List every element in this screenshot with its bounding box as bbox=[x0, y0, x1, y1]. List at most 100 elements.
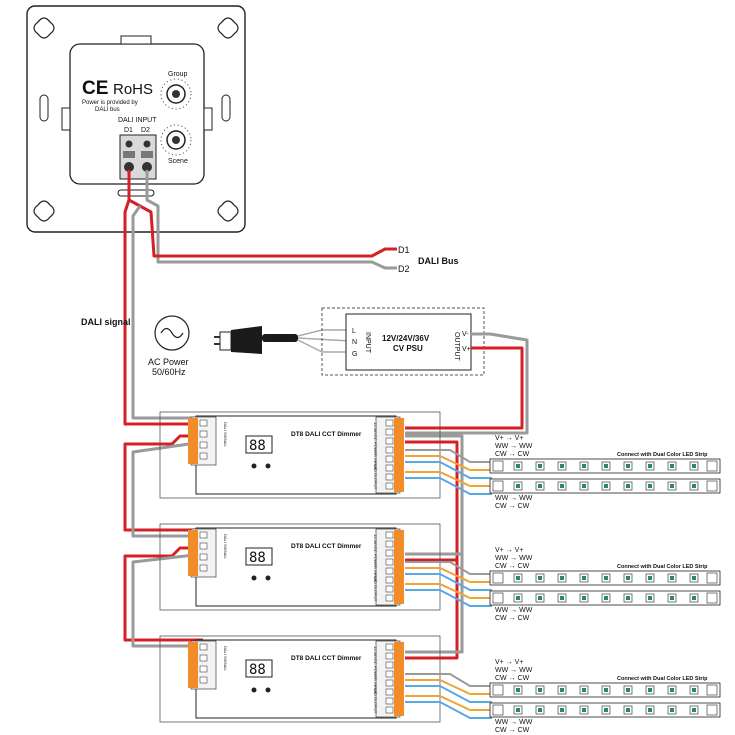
led-wire-ww bbox=[405, 567, 492, 583]
led-chip-die bbox=[692, 596, 696, 600]
led-chip-die bbox=[538, 464, 542, 468]
strip-map-top-2: WW → WW bbox=[495, 443, 533, 450]
led-strip-2 bbox=[489, 478, 721, 494]
led-strip-1 bbox=[489, 458, 721, 474]
psu-g-label: G bbox=[352, 351, 357, 358]
led-chip-die bbox=[604, 464, 608, 468]
psu-vplus-label: V+ bbox=[462, 346, 471, 353]
led-wire-vplus bbox=[405, 673, 492, 687]
led-strip-1 bbox=[489, 682, 721, 698]
led-chip-die bbox=[670, 484, 674, 488]
led-chip-die bbox=[648, 708, 652, 712]
led-chip-die bbox=[692, 484, 696, 488]
psu-body bbox=[345, 313, 472, 371]
led-chip-die bbox=[670, 688, 674, 692]
ac-power-source: AC Power 50/60Hz bbox=[148, 315, 190, 377]
dimmer-3-power-side-label: 12-36VDC POWER INPUT bbox=[373, 646, 378, 695]
ce-mark: CE bbox=[82, 78, 108, 99]
corner-clip-icon bbox=[217, 200, 239, 222]
led-chip-die bbox=[692, 464, 696, 468]
mounting-slot bbox=[39, 94, 49, 122]
led-chip-die bbox=[516, 484, 520, 488]
led-wire-cw-2 bbox=[405, 701, 492, 719]
bus-d2-label: D2 bbox=[398, 264, 410, 274]
led-chip-die bbox=[692, 708, 696, 712]
strip-map-top-1: V+ → V+ bbox=[495, 659, 523, 666]
led-chip-die bbox=[538, 576, 542, 580]
led-wire-cw-2 bbox=[405, 589, 492, 607]
led-chip-die bbox=[582, 596, 586, 600]
rohs-mark: RoHS bbox=[113, 81, 153, 98]
led-chip-die bbox=[604, 688, 608, 692]
led-chip-die bbox=[626, 596, 630, 600]
dali-d1-wire bbox=[127, 170, 397, 258]
led-chip-die bbox=[670, 596, 674, 600]
mounting-slot bbox=[221, 94, 231, 122]
dimmer-1-title: DT8 DALI CCT Dimmer bbox=[291, 431, 362, 438]
strip-title: Connect with Dual Color LED Strip bbox=[617, 564, 708, 570]
led-wire-ww-2 bbox=[405, 583, 492, 599]
led-wire-cw bbox=[405, 573, 492, 591]
led-chip-die bbox=[648, 484, 652, 488]
strip-map-bottom-2: CW → CW bbox=[495, 503, 530, 510]
led-wire-cw-2 bbox=[405, 477, 492, 495]
strip-map-top-1: V+ → V+ bbox=[495, 547, 523, 554]
led-wire-cw bbox=[405, 685, 492, 703]
led-chip-die bbox=[604, 596, 608, 600]
dali-chain-gray-2 bbox=[131, 552, 204, 648]
corner-clip-icon bbox=[33, 200, 55, 222]
led-chip-die bbox=[582, 688, 586, 692]
d2-terminal-label: D2 bbox=[141, 127, 150, 134]
psu-output-label: OUTPUT bbox=[453, 332, 460, 362]
dali-chain-gray-1 bbox=[131, 440, 204, 538]
psu-n-label: N bbox=[352, 339, 357, 346]
power-note-line2: DALI bus bbox=[95, 107, 120, 113]
group-dial-marks bbox=[160, 78, 192, 110]
led-chip-die bbox=[560, 708, 564, 712]
mounting-slot bbox=[117, 189, 155, 197]
strip-map-bottom-2: CW → CW bbox=[495, 727, 530, 734]
dali-signal-wire-gray bbox=[131, 205, 203, 420]
dimmer-2-title: DT8 DALI CCT Dimmer bbox=[291, 543, 362, 550]
led-chip-die bbox=[538, 708, 542, 712]
led-chip-die bbox=[670, 464, 674, 468]
dali-input-label: DALI INPUT bbox=[118, 117, 157, 124]
led-chip-die bbox=[604, 484, 608, 488]
led-strip-2 bbox=[489, 590, 721, 606]
dimmer-3: DT8 DALI CCT Dimmer 88 DALI SIGNAL 12-36… bbox=[159, 635, 441, 723]
led-wire-ww bbox=[405, 679, 492, 695]
led-chip-die bbox=[538, 596, 542, 600]
led-chip-die bbox=[516, 688, 520, 692]
dimmer-2-display: 88 bbox=[249, 550, 266, 566]
corner-clip-icon bbox=[217, 17, 239, 39]
dali-bus-wiring bbox=[123, 170, 397, 426]
led-wire-ww-2 bbox=[405, 695, 492, 711]
dali-d2-wire bbox=[145, 170, 397, 270]
scene-label: Scene bbox=[168, 158, 188, 165]
dali-signal-label: DALI signal bbox=[81, 317, 131, 327]
psu-outline bbox=[321, 307, 485, 376]
strip-map-top-3: CW → CW bbox=[495, 451, 530, 458]
led-chip-die bbox=[626, 484, 630, 488]
dimmer-2: DT8 DALI CCT Dimmer 88 DALI SIGNAL 12-36… bbox=[159, 523, 441, 611]
power-note-line1: Power is provided by bbox=[82, 100, 138, 106]
cv-psu: 12V/24V/36V CV PSU L N G INPUT OUTPUT V-… bbox=[321, 307, 485, 376]
dali-chain-red-2 bbox=[123, 546, 203, 642]
led-chip-die bbox=[516, 708, 520, 712]
ac-power-label-line2: 50/60Hz bbox=[152, 367, 186, 377]
dimmer-3-led-side-label: LED OUTPUT bbox=[373, 688, 378, 714]
mains-wire-g bbox=[297, 339, 350, 353]
led-chip-die bbox=[648, 596, 652, 600]
dimmer-3-title: DT8 DALI CCT Dimmer bbox=[291, 655, 362, 662]
plug-icon bbox=[219, 331, 232, 351]
dimmer-1-dali-side-label: DALI SIGNAL bbox=[223, 422, 228, 447]
dali-bus-label: DALI Bus bbox=[418, 256, 459, 266]
dali-signal-wire-red bbox=[123, 199, 203, 426]
corner-clip-icon bbox=[33, 17, 55, 39]
led-wire-ww-2 bbox=[405, 471, 492, 487]
led-chip-die bbox=[582, 464, 586, 468]
led-chip-die bbox=[692, 688, 696, 692]
psu-l-label: L bbox=[352, 328, 356, 335]
